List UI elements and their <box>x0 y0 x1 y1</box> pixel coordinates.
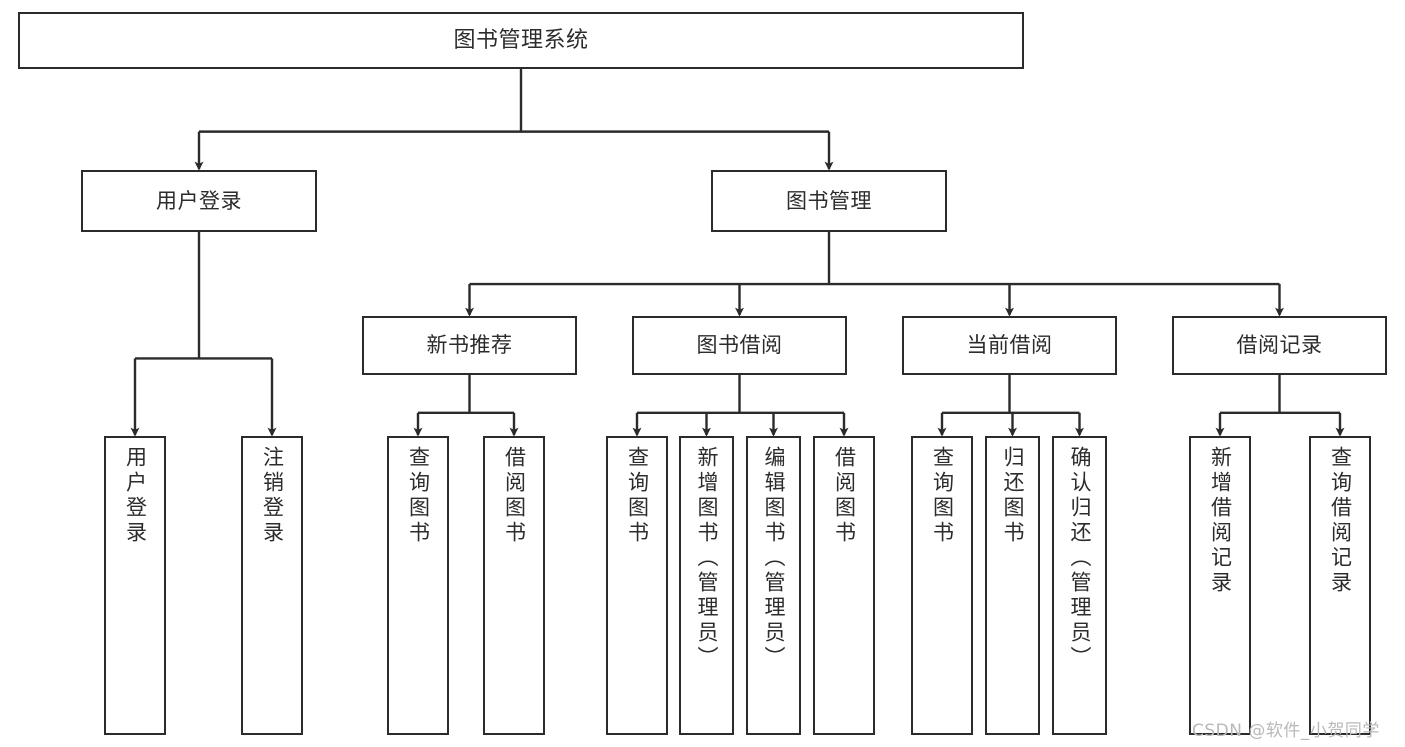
node-root-图书管理系统[interactable]: 图书管理系统 <box>18 12 1024 69</box>
node-user-login-label: 用户登录 <box>156 188 242 213</box>
node-leaf-borrow-book-label: 借阅图书 <box>832 446 857 546</box>
node-leaf-borrow-book-rec-label: 借阅图书 <box>502 446 527 546</box>
node-current-borrow[interactable]: 当前借阅 <box>902 316 1117 375</box>
node-leaf-query-book-current[interactable]: 查询图书 <box>911 436 973 735</box>
node-root-图书管理系统-label: 图书管理系统 <box>453 27 589 53</box>
node-leaf-confirm-return-label: 确认归还（管理员） <box>1068 446 1092 671</box>
node-leaf-borrow-book[interactable]: 借阅图书 <box>813 436 875 735</box>
node-book-manage[interactable]: 图书管理 <box>711 170 947 232</box>
connector-bus-root <box>199 69 829 133</box>
node-book-borrow[interactable]: 图书借阅 <box>632 316 847 375</box>
node-leaf-add-record-label: 新增借阅记录 <box>1208 446 1233 596</box>
node-leaf-user-login-label: 用户登录 <box>123 446 148 546</box>
node-leaf-logout[interactable]: 注销登录 <box>241 436 303 735</box>
node-leaf-add-book[interactable]: 新增图书（管理员） <box>679 436 734 735</box>
node-leaf-edit-book-label: 编辑图书（管理员） <box>762 446 786 671</box>
connector-bus-current-borrow <box>942 375 1080 415</box>
node-leaf-query-book-borrow-label: 查询图书 <box>625 446 650 546</box>
connector-bus-new-book-rec <box>418 375 514 415</box>
node-new-book-rec-label: 新书推荐 <box>426 333 513 358</box>
node-leaf-query-record-label: 查询借阅记录 <box>1328 446 1353 596</box>
connector-bus-book-manage <box>469 232 1280 286</box>
node-borrow-record-label: 借阅记录 <box>1236 333 1323 358</box>
node-current-borrow-label: 当前借阅 <box>966 333 1053 358</box>
node-leaf-logout-label: 注销登录 <box>260 446 285 546</box>
node-leaf-query-record[interactable]: 查询借阅记录 <box>1309 436 1371 735</box>
node-leaf-query-book-rec-label: 查询图书 <box>406 446 431 546</box>
node-new-book-rec[interactable]: 新书推荐 <box>362 316 577 375</box>
node-leaf-return-book-label: 归还图书 <box>1001 446 1025 546</box>
connector-bus-user-login <box>135 232 272 360</box>
watermark-text: CSDN @软件_小贺同学 <box>1192 721 1380 741</box>
node-user-login[interactable]: 用户登录 <box>81 170 317 232</box>
connector-bus-book-borrow <box>637 375 844 415</box>
node-leaf-return-book[interactable]: 归还图书 <box>985 436 1040 735</box>
node-leaf-confirm-return[interactable]: 确认归还（管理员） <box>1052 436 1107 735</box>
node-leaf-query-book-current-label: 查询图书 <box>930 446 955 546</box>
node-book-borrow-label: 图书借阅 <box>696 333 783 358</box>
node-leaf-borrow-book-rec[interactable]: 借阅图书 <box>483 436 545 735</box>
node-leaf-add-record[interactable]: 新增借阅记录 <box>1189 436 1251 735</box>
connector-lines <box>130 69 1345 437</box>
node-leaf-user-login[interactable]: 用户登录 <box>104 436 166 735</box>
connector-bus-borrow-record <box>1220 375 1340 415</box>
node-book-manage-label: 图书管理 <box>786 188 872 213</box>
node-leaf-query-book-rec[interactable]: 查询图书 <box>387 436 449 735</box>
node-leaf-edit-book[interactable]: 编辑图书（管理员） <box>746 436 801 735</box>
node-leaf-query-book-borrow[interactable]: 查询图书 <box>606 436 668 735</box>
node-borrow-record[interactable]: 借阅记录 <box>1172 316 1387 375</box>
node-leaf-add-book-label: 新增图书（管理员） <box>695 446 719 671</box>
